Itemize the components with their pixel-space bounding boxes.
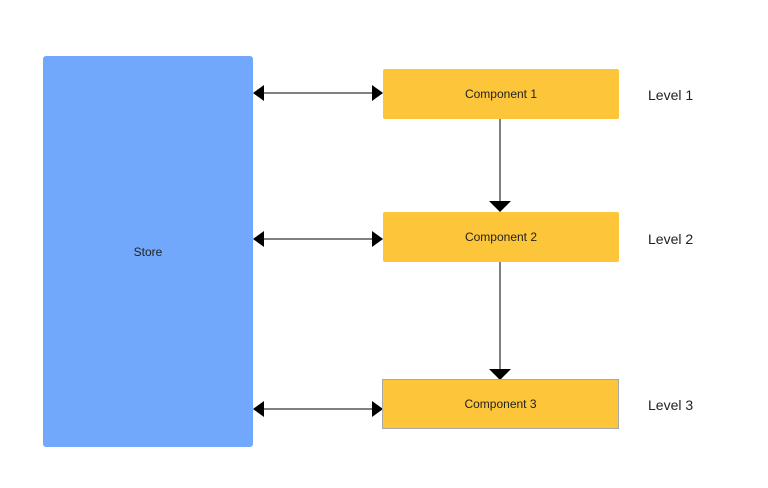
arrowhead-down-icon: [489, 369, 511, 380]
component-1-node: Component 1: [383, 69, 619, 119]
arrowhead-left-icon: [253, 231, 264, 247]
level-2-label: Level 2: [648, 231, 694, 247]
arrowhead-right-icon: [372, 231, 383, 247]
arrowhead-down-icon: [489, 201, 511, 212]
store-label: Store: [133, 244, 163, 259]
arrowhead-left-icon: [253, 85, 264, 101]
arrowhead-left-icon: [253, 401, 264, 417]
component-3-label: Component 3: [464, 397, 537, 411]
connector-store-component-2: [253, 231, 383, 247]
connector-component-1-component-2: [489, 119, 511, 212]
component-2-label: Component 2: [464, 230, 538, 244]
arrowhead-right-icon: [372, 85, 383, 101]
level-3-label: Level 3: [648, 397, 694, 413]
connector-store-component-1: [253, 85, 383, 101]
component-2-node: Component 2: [383, 212, 619, 262]
arrowhead-right-icon: [372, 401, 383, 417]
store-node: Store: [43, 56, 253, 447]
level-1-label: Level 1: [648, 87, 694, 103]
component-3-node: Component 3: [382, 379, 619, 429]
connector-component-2-component-3: [489, 262, 511, 380]
component-1-label: Component 1: [464, 87, 538, 101]
connector-store-component-3: [253, 401, 383, 417]
